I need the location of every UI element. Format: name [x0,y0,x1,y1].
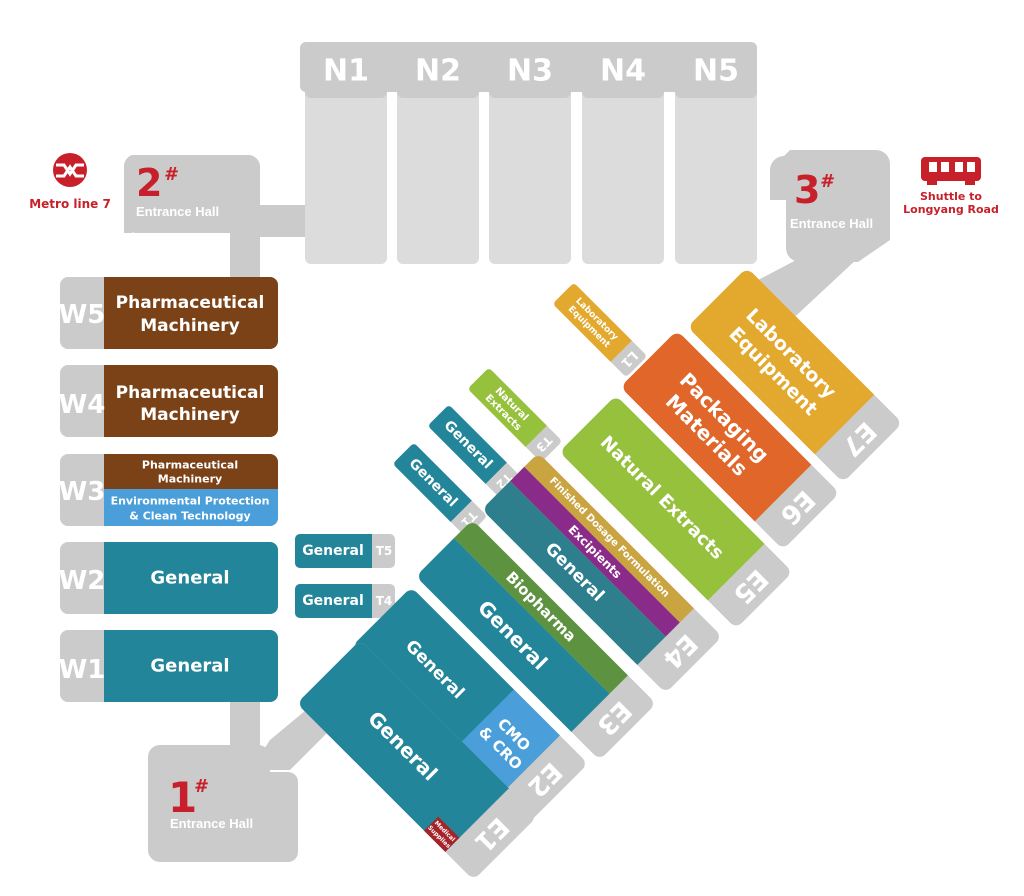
metro-label: Metro line 7 [29,197,111,211]
hall-w5[interactable]: W5 Pharmaceutical Machinery [59,277,278,349]
hall-n4-label: N4 [600,54,646,89]
hall-n4[interactable]: N4 [582,42,664,264]
entrance-3-number: 3 [794,168,820,212]
entrance-hall-1 [148,745,298,862]
hall-t5[interactable]: General T5 [295,534,395,568]
metro-logo-icon [53,153,87,187]
hall-n5-label: N5 [693,54,739,89]
hall-w5-code: W5 [59,300,106,330]
train-icon [921,157,981,185]
entrance-3-text: Entrance Hall [790,216,873,231]
entrance-2-text: Entrance Hall [136,204,219,219]
hall-w4[interactable]: W4 Pharmaceutical Machinery [59,365,278,437]
hall-e1[interactable]: General Medical Supplies E1 [297,640,537,880]
hall-w1-label: General [150,656,229,677]
hall-w5-line2: Machinery [140,316,240,336]
hall-w5-line1: Pharmaceutical [116,293,265,313]
hall-n5[interactable]: N5 [675,42,757,264]
hall-l1[interactable]: Laboratory Equipment L1 [553,283,648,378]
hall-w1[interactable]: W1 General [59,630,278,702]
entrance-hall-3 [770,150,890,262]
entrance-3-mark: # [820,171,835,192]
hall-n3[interactable]: N3 [489,42,571,264]
hall-e7[interactable]: Laboratory Equipment E7 [688,268,903,483]
north-halls: N1 N2 N3 N4 N5 [305,42,757,264]
hall-t5-code: T5 [376,544,393,558]
entrance-1-number: 1 [168,773,197,822]
hall-w3-top1: Pharmaceutical [142,459,238,472]
entrance-2-label: 2 # Entrance Hall [136,161,219,219]
entrance-1-label: 1 # Entrance Hall [168,773,253,831]
entrance-hall-2-body [124,155,260,233]
hall-w4-code: W4 [59,390,106,420]
hall-w3-bottom2: & Clean Technology [129,510,250,523]
hall-w2-code: W2 [59,566,106,596]
shuttle-label-2: Longyang Road [903,203,999,216]
hall-w3-top2: Machinery [158,473,222,486]
shuttle-label-1: Shuttle to [920,190,982,203]
entrance-3-label: 3 # Entrance Hall [790,168,873,231]
hall-w2-label: General [150,568,229,589]
hall-n1-label: N1 [323,54,369,89]
hall-n3-label: N3 [507,54,553,89]
entrance-1-text: Entrance Hall [170,816,253,831]
entrance-2-number: 2 [136,161,162,205]
hall-w4-line2: Machinery [140,405,240,425]
hall-n2[interactable]: N2 [397,42,479,264]
entrance-2-mark: # [164,164,179,185]
hall-n1[interactable]: N1 [305,42,387,264]
hall-n2-label: N2 [415,54,461,89]
hall-t4-label: General [302,593,364,609]
hall-w2[interactable]: W2 General [59,542,278,614]
hall-t4[interactable]: General T4 [295,584,395,618]
hall-w3[interactable]: W3 Pharmaceutical Machinery Environmenta… [59,454,278,526]
hall-t4-code: T4 [376,594,393,608]
hall-w4-line1: Pharmaceutical [116,383,265,403]
entrance-1-mark: # [194,776,209,797]
hall-t5-label: General [302,543,364,559]
hall-t1[interactable]: General T1 [393,443,488,538]
hall-t2[interactable]: General T2 [428,405,523,500]
hall-w3-bottom1: Environmental Protection [111,495,270,508]
hall-w1-code: W1 [59,655,106,685]
hall-w3-code: W3 [59,477,106,507]
hall-t3[interactable]: Natural Extracts T3 [468,368,563,463]
